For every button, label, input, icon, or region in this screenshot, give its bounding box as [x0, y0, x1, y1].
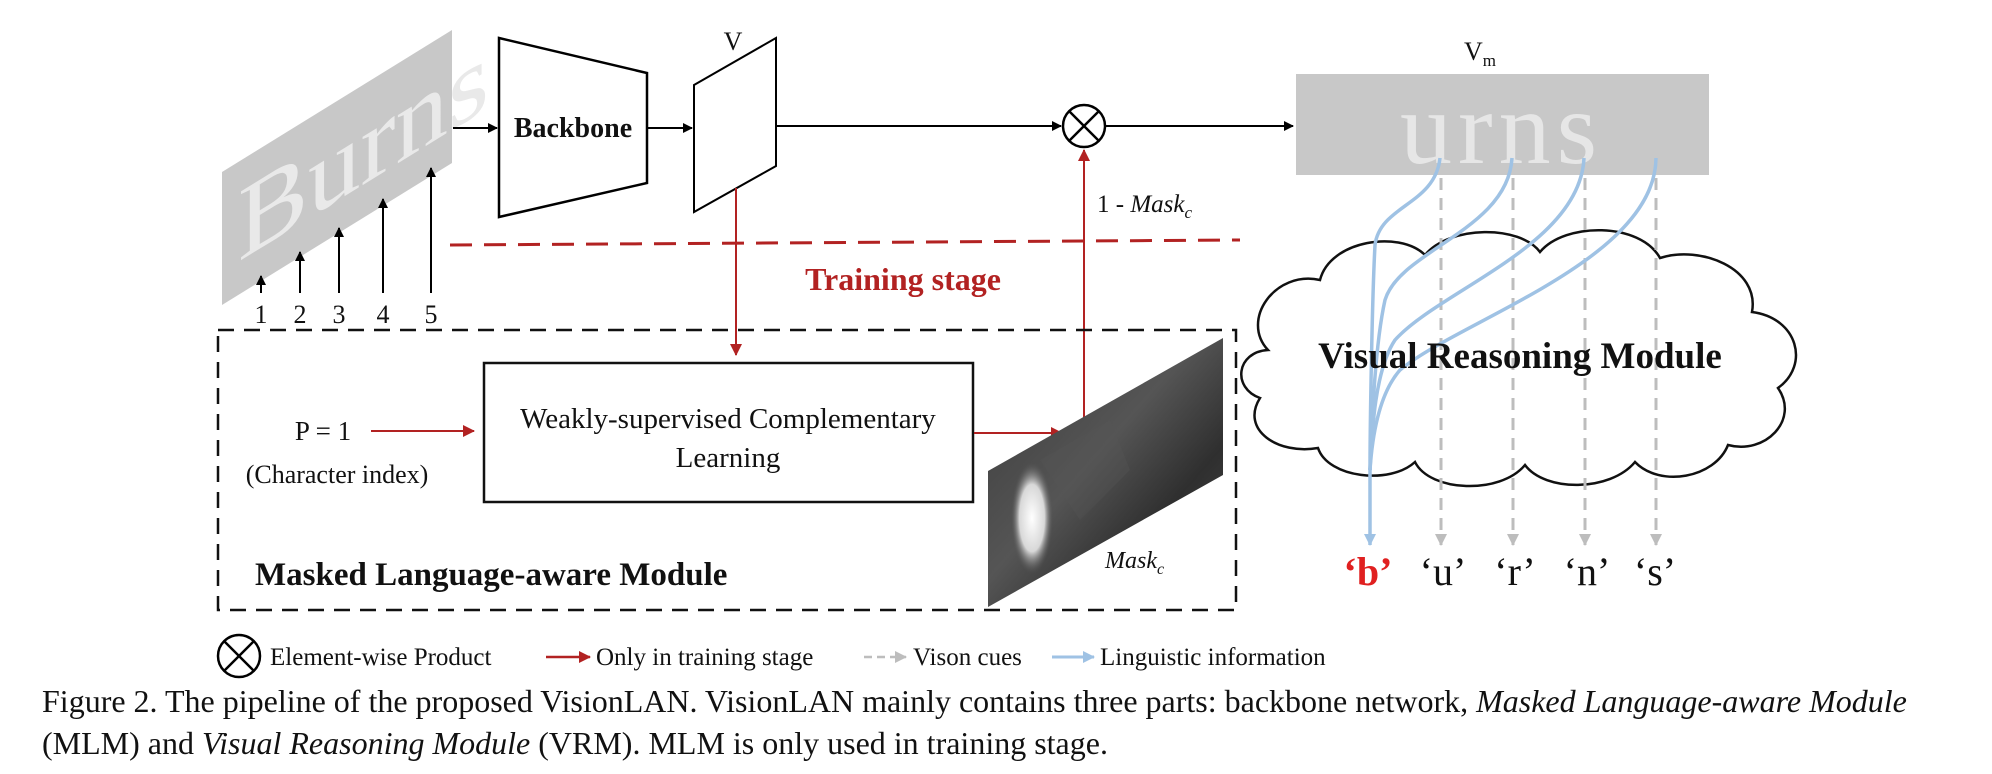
backbone-label: Backbone [514, 113, 632, 144]
output-char-s: ‘s’ [1634, 549, 1676, 594]
backbone-block: Backbone [497, 36, 649, 219]
feature-vm-label: Vm [1464, 37, 1496, 70]
caption-vrm-name: Visual Reasoning Module [201, 725, 531, 761]
mask-image: Maskc [988, 338, 1223, 607]
caption-segment-5: (VRM). MLM is only used in training stag… [530, 725, 1108, 761]
char-index-caption: (Character index) [246, 460, 429, 489]
caption-mlm-name: Masked Language-aware Module [1476, 683, 1907, 719]
wscl-label-line1: Weakly-supervised Complementary [520, 403, 936, 435]
legend-linguistic-label: Linguistic information [1100, 644, 1326, 671]
legend-training-label: Only in training stage [596, 644, 813, 671]
product-operator-icon [1061, 103, 1107, 149]
vrm-title: Visual Reasoning Module [1318, 336, 1722, 377]
char-index-arrows [256, 167, 436, 293]
legend-product-label: Element-wise Product [270, 644, 492, 671]
legend: Element-wise Product Only in training st… [216, 633, 1326, 679]
linguistic-info-arrows [1364, 157, 1658, 546]
char-index-labels: 1 2 3 4 5 [255, 300, 438, 329]
figure-caption: Figure 2. The pipeline of the proposed V… [42, 680, 1972, 764]
char-index-5: 5 [425, 300, 438, 329]
char-index-1: 1 [255, 300, 268, 329]
mask-image-label: Maskc [1104, 548, 1164, 578]
mlm-title: Masked Language-aware Module [255, 557, 727, 593]
output-char-n: ‘n’ [1564, 549, 1611, 594]
char-index-3: 3 [333, 300, 346, 329]
input-image: Burns [222, 14, 489, 305]
output-char-b: ‘b’ [1344, 549, 1393, 594]
output-char-u: ‘u’ [1420, 549, 1467, 594]
legend-vision-label: Vison cues [913, 644, 1022, 671]
wscl-block: Weakly-supervised Complementary Learning [482, 361, 975, 504]
pipeline-diagram: Burns 1 2 3 4 5 Backbone V ur [216, 14, 1798, 679]
feature-v: V [693, 27, 777, 214]
training-stage-divider [449, 238, 1241, 247]
training-stage-label: Training stage [805, 261, 1001, 297]
wscl-label-line2: Learning [676, 442, 781, 474]
feature-vm: urns Vm [1296, 37, 1709, 186]
vision-cue-arrows [1435, 178, 1662, 546]
feature-v-label: V [724, 27, 743, 56]
char-index-value: P = 1 [295, 416, 351, 446]
output-characters: ‘b’ ‘u’ ‘r’ ‘n’ ‘s’ [1344, 549, 1677, 594]
feature-vm-masked-text: urns [1400, 71, 1603, 186]
char-index-2: 2 [294, 300, 307, 329]
caption-segment-1: Figure 2. The pipeline of the proposed V… [42, 683, 1477, 719]
char-index-4: 4 [377, 300, 390, 329]
output-char-r: ‘r’ [1494, 549, 1535, 594]
caption-segment-3: (MLM) and [42, 725, 202, 761]
legend-product-icon [216, 633, 262, 679]
mlm-module-box [216, 328, 1238, 612]
mask-complement-label: 1 - Maskc [1097, 191, 1192, 222]
